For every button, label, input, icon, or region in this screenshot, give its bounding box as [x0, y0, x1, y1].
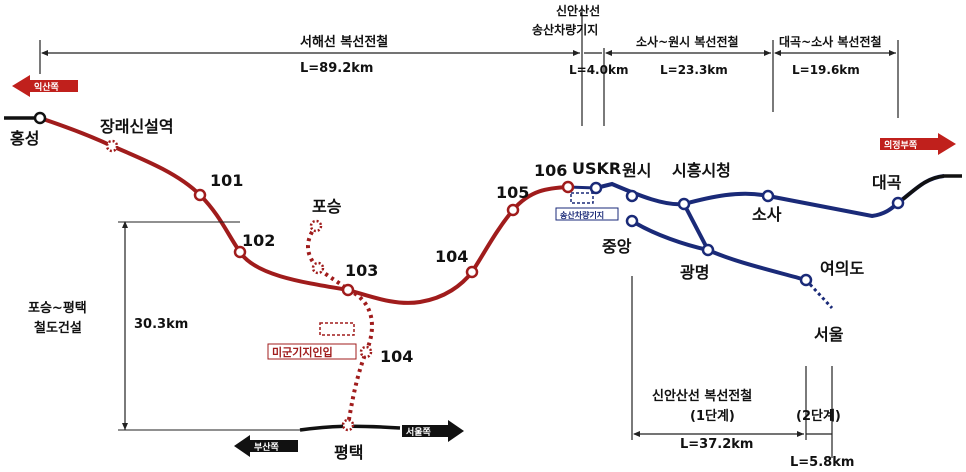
top-dimensions	[39, 10, 899, 126]
phase2-length: L=5.8km	[790, 455, 854, 470]
black-line-east	[896, 174, 962, 205]
station-dot-janghang	[105, 139, 119, 153]
seohae-line	[39, 116, 569, 305]
label-poseung: 포승	[312, 197, 342, 216]
station-dot-106	[561, 180, 575, 194]
label-101: 101	[210, 171, 243, 190]
label-branch-104: 104	[380, 347, 413, 366]
label-seoul: 서울	[814, 325, 844, 344]
arrow-uijeongbu: 의정부쪽	[880, 133, 956, 155]
seohae-title: 서해선 복선전철	[300, 34, 388, 50]
station-dot-103	[341, 283, 355, 297]
military-label: 미군기지인입	[272, 345, 333, 359]
station-dot-gwangmyeong	[701, 243, 715, 257]
daegok-sosa-length: L=19.6km	[792, 63, 860, 77]
station-dot-pyeongtaek	[341, 418, 355, 432]
label-daegok: 대곡	[872, 173, 902, 192]
station-dot-101	[193, 188, 207, 202]
label-usekr: USKR	[572, 159, 621, 178]
station-dot-sosa	[761, 189, 775, 203]
station-dot-wonsi	[625, 189, 639, 203]
phase1-label: (1단계)	[690, 408, 735, 424]
arrow-uijeongbu-label: 의정부쪽	[884, 139, 917, 151]
label-jungang: 중앙	[602, 237, 632, 256]
station-dot-branch-104	[359, 345, 373, 359]
station-dot-104	[465, 265, 479, 279]
label-janghang: 장래신설역	[100, 117, 174, 136]
phase1-length: L=37.2km	[680, 437, 753, 452]
label-104: 104	[435, 247, 468, 266]
poseung-pyeongtaek-1: 포승~평택	[28, 300, 87, 316]
shinansan-line	[630, 219, 807, 282]
label-hongseong: 홍성	[10, 129, 39, 148]
depot-box-outline	[570, 192, 594, 204]
station-dot-hongseong	[33, 111, 47, 125]
label-gwangmyeong: 광명	[680, 263, 709, 282]
station-dot-yeouido	[799, 273, 813, 287]
arrow-seoul-label: 서울쪽	[406, 426, 431, 438]
station-dot-jungang	[625, 214, 639, 228]
label-wonsi: 원시	[622, 161, 651, 180]
depot-length: L=4.0km	[569, 63, 628, 77]
station-dot-siheung	[677, 197, 691, 211]
sosa-wonsi-title: 소사~원시 복선전철	[636, 34, 739, 49]
station-dot-poseung-2	[311, 261, 325, 275]
station-dot-poseung	[309, 219, 323, 233]
station-dot-usekr	[589, 181, 603, 195]
poseung-branch-north	[306, 224, 350, 292]
label-106: 106	[534, 161, 567, 180]
label-siheung: 시흥시청	[672, 161, 731, 180]
arrow-busan: 부산쪽	[234, 435, 298, 457]
label-sosa: 소사	[752, 205, 782, 224]
military-base-box	[319, 322, 355, 336]
label-105: 105	[496, 183, 529, 202]
arrow-seoul: 서울쪽	[402, 420, 464, 442]
black-line-pyeongtaek	[299, 424, 401, 432]
station-dot-daegok	[891, 196, 905, 210]
station-markers	[33, 111, 905, 432]
poseung-pyeongtaek-length: 30.3km	[134, 317, 188, 332]
station-dot-105	[506, 203, 520, 217]
shinansan-phase2	[804, 278, 834, 310]
arrow-iksan: 익산쪽	[12, 75, 78, 97]
depot-box-label: 송산차량기지	[560, 210, 604, 220]
station-dot-102	[233, 245, 247, 259]
siheung-gwangmyeong-link	[682, 203, 710, 251]
arrow-iksan-label: 익산쪽	[34, 81, 59, 93]
depot-title-1: 신안산선	[556, 3, 600, 18]
label-102: 102	[242, 231, 275, 250]
shinansan-title: 신안산선 복선전철	[652, 388, 752, 404]
label-103: 103	[345, 261, 378, 280]
seohae-length: L=89.2km	[300, 61, 373, 76]
label-yeouido: 여의도	[820, 259, 864, 278]
label-pyeongtaek: 평택	[334, 443, 363, 462]
military-label-box	[267, 343, 357, 360]
arrow-busan-label: 부산쪽	[254, 441, 279, 453]
depot-title-2: 송산차량기지	[532, 22, 598, 37]
depot-box	[555, 207, 619, 221]
phase2-label: (2단계)	[796, 408, 841, 424]
daegok-sosa-title: 대곡~소사 복선전철	[779, 34, 882, 49]
poseung-pyeongtaek-2: 철도건설	[34, 320, 82, 336]
sosa-wonsi-length: L=23.3km	[660, 63, 728, 77]
